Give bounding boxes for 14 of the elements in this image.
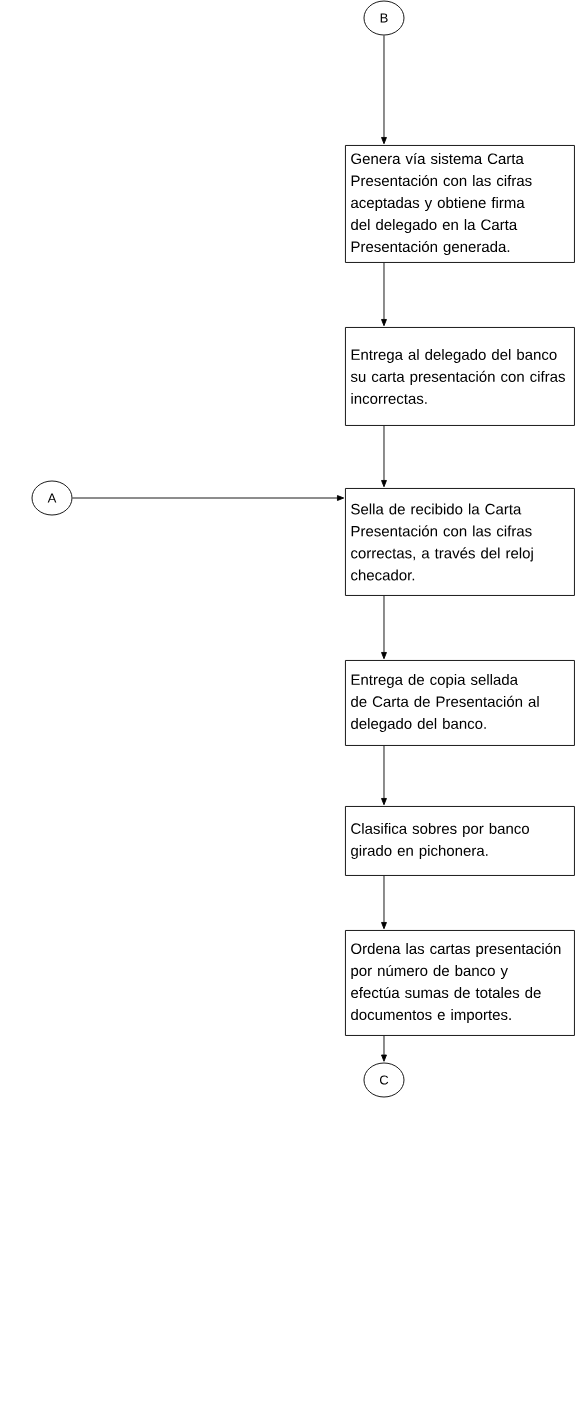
arrow <box>381 425 387 488</box>
arrow <box>381 35 387 145</box>
process-box: Sella de recibido la Carta Presentación con las cifras correctas, a través del reloj checador. <box>345 488 575 596</box>
arrow <box>381 262 387 327</box>
arrow <box>381 1035 387 1062</box>
process-box: Genera vía sistema Carta Presentación con las cifras aceptadas y obtiene firma del delegado en la Carta Presentación generada. <box>345 145 575 263</box>
process-box: Clasifica sobres por banco girado en pichonera. <box>345 806 575 876</box>
arrow <box>381 595 387 660</box>
arrow <box>381 745 387 806</box>
process-box: Entrega de copia sellada de Carta de Presentación al delegado del banco. <box>345 660 575 746</box>
process-box: Ordena las cartas presentación por número de banco y efectúa sumas de totales de documentos e importes. <box>345 930 575 1036</box>
process-box: Entrega al delegado del banco su carta presentación con cifras incorrectas. <box>345 327 575 426</box>
arrow <box>381 875 387 930</box>
arrow <box>72 495 345 501</box>
